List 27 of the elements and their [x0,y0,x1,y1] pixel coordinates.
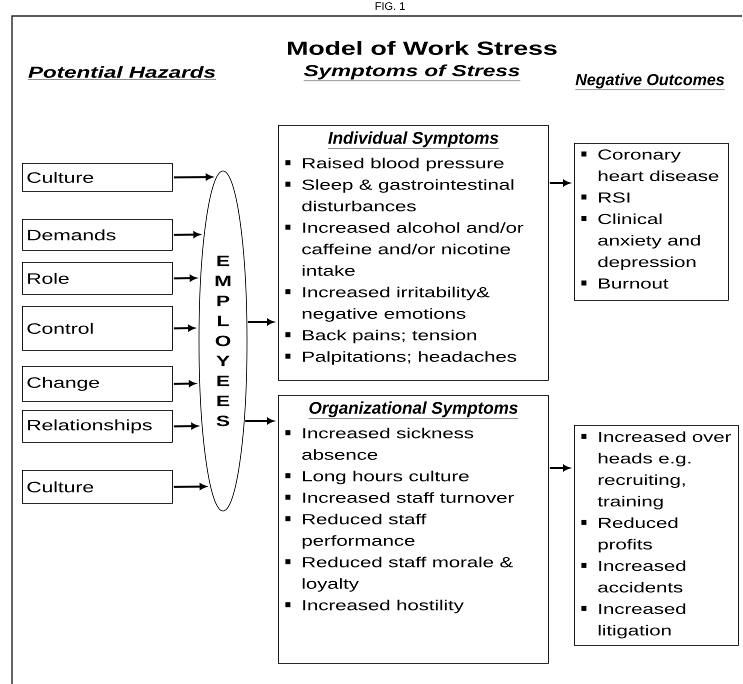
hazard-box: Relationships [22,410,173,443]
arrow [174,324,195,332]
hazard-box: Demands [22,218,173,251]
arrow [174,174,212,180]
symptom-box: Coronary heart disease RSI Clinical anxiety and depression Burnout [574,142,729,301]
arrow [550,464,570,472]
column-heading: Negative Outcomes [575,74,725,90]
hazard-box: Culture [22,162,173,192]
symptom-box: Individual Symptoms Raised blood pressure Sleep & gastrointestinal disturbances Increased alcohol and/or caffeine and/or nicotine intake Increased irritability& negative emotions Back pains; tension Palpitations; headaches [278,124,549,381]
hazard-box: Role [22,262,173,295]
figure-label: FIG. 1 [376,2,405,10]
arrow [550,180,570,186]
title: Model of Work Stress [288,41,557,55]
column-heading: Symptoms of Stress [304,64,520,82]
symptom-box: Increased over heads e.g. recruiting, training Reduced profits Increased accidents Increased litigation [574,424,739,646]
hazard-box: Control [22,306,173,351]
arrow [174,274,196,282]
arrow [248,318,274,326]
arrow [174,231,200,238]
hazard-box: Change [22,366,173,402]
arrow [174,483,206,490]
arrow [245,418,274,424]
symptom-box: Organizational Symptoms Increased sickness absence Long hours culture Increased staff turnover Reduced staff performance Reduced staff morale & loyalty Increased hostility [278,394,549,664]
arrow [174,422,198,430]
arrow [174,380,196,387]
hazard-box: Culture [22,470,173,504]
column-heading: Potential Hazards [28,66,216,80]
